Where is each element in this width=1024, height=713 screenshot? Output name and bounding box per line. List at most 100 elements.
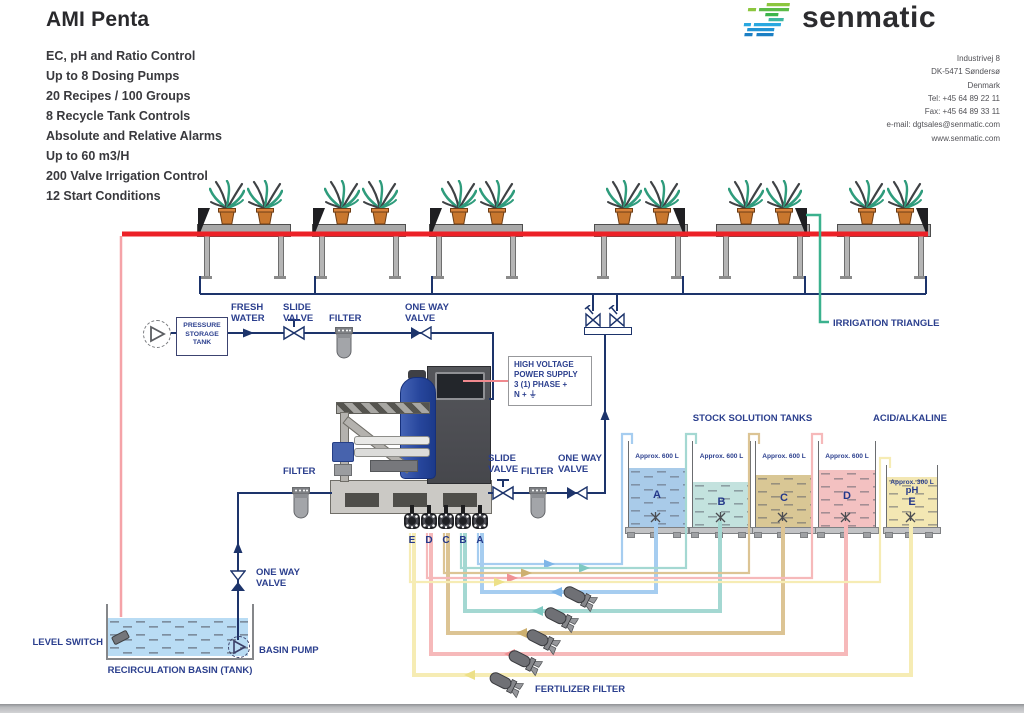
filter-top-label: FILTER <box>329 313 362 324</box>
contact-line: www.senmatic.com <box>931 133 1000 143</box>
bench-leg <box>393 236 399 277</box>
tube-D-suction <box>429 521 848 656</box>
tank-pallet-foot <box>840 532 848 538</box>
flow-arrow-right <box>579 563 590 573</box>
feature-item: 20 Recipes / 100 Groups <box>46 89 191 103</box>
bench-leg <box>436 236 442 277</box>
machine-motor <box>332 442 354 462</box>
filter-left-icon <box>292 487 310 520</box>
tank-pallet-foot <box>885 532 893 538</box>
basin-water <box>108 618 248 656</box>
one-way-valve-basin-icon <box>230 570 246 592</box>
stock-tank-C: Approx. 600 L C <box>755 441 813 528</box>
tank-volume-label: Approx. 600 L <box>762 453 806 460</box>
bench-foot <box>200 276 212 279</box>
contact-line: Tel: +45 64 89 22 11 <box>927 93 1000 103</box>
one-way-valve-mid-icon <box>566 486 588 500</box>
fertilizer-filter-icon <box>486 667 525 699</box>
feature-item: Up to 8 Dosing Pumps <box>46 69 180 83</box>
dosing-pump-A <box>472 513 488 530</box>
bottom-bar <box>0 704 1024 713</box>
feature-item: 200 Valve Irrigation Control <box>46 169 208 183</box>
fertilizer-filter-icon <box>560 581 599 613</box>
bench-foot <box>389 276 401 279</box>
dosing-pump-D <box>421 513 437 530</box>
plant <box>479 180 515 226</box>
plant <box>606 180 642 226</box>
one-way-valve-top-icon <box>410 326 432 340</box>
slide-valve-top-label: SLIDE VALVE <box>283 302 314 324</box>
irrigation-triangle-flag-pole <box>313 208 315 236</box>
plant <box>362 180 398 226</box>
irrigation-triangle-flag-pole <box>198 208 200 236</box>
contact-line: Industrivej 8 <box>956 54 1000 63</box>
feature-item: Absolute and Relative Alarms <box>46 129 222 143</box>
irrigation-triangle-flag-pole <box>430 208 432 236</box>
feature-item: EC, pH and Ratio Control <box>46 49 196 63</box>
fertilizer-filter-icon <box>541 602 580 634</box>
tank-volume-label: Approx. 600 L <box>699 453 744 460</box>
tank-volume-label: Approx. 600 L <box>825 453 869 460</box>
bench-foot <box>793 276 805 279</box>
dosing-pump-letter-E: E <box>408 535 416 546</box>
bench-leg <box>723 236 729 277</box>
tank-pallet-foot <box>925 532 933 538</box>
stock-tank-A: Approx. 600 L A <box>628 441 686 528</box>
acid-alkaline-label: ACID/ALKALINE <box>873 413 947 424</box>
contact-line: Denmark <box>967 80 1000 90</box>
bench-foot <box>274 276 286 279</box>
irrigation-triangle-flag-pole <box>805 208 807 236</box>
irrigation-triangle-icon <box>673 208 683 233</box>
manifold-valve-left-icon <box>584 305 602 327</box>
irrigation-triangle-icon <box>916 208 926 233</box>
plant <box>887 180 923 226</box>
feature-list: EC, pH and Ratio Control Up to 8 Dosing P… <box>46 46 222 206</box>
irrigation-triangle-flag-pole <box>926 208 928 236</box>
irrigation-triangle-icon <box>200 208 210 233</box>
one-way-valve-basin-label: ONE WAY VALVE <box>256 567 300 589</box>
tank-volume-label: Approx. 600 L <box>635 453 679 460</box>
bench-foot <box>719 276 731 279</box>
flow-arrow-left <box>464 670 475 680</box>
flow-arrow-right <box>521 568 532 578</box>
bench-foot <box>597 276 609 279</box>
bench-foot <box>671 276 683 279</box>
tank-valve-icon <box>714 511 727 524</box>
recirculation-basin-label: RECIRCULATION BASIN (TANK) <box>107 665 253 676</box>
tank-pallet-foot <box>817 532 825 538</box>
pressure-storage-tank-box: PRESSURE STORAGE TANK <box>176 317 228 356</box>
slide-valve-mid-icon <box>491 477 515 501</box>
tank-pallet-foot <box>650 532 658 538</box>
plant <box>247 180 283 226</box>
tube-C-suction <box>446 521 785 635</box>
bench-foot <box>432 276 444 279</box>
one-way-valve-top-label: ONE WAY VALVE <box>405 302 449 324</box>
contact-line: e-mail: dgtsales@senmatic.com <box>886 120 1001 130</box>
machine-top-beam <box>336 402 430 414</box>
basin-pump-label: BASIN PUMP <box>259 645 319 656</box>
dosing-pump-E <box>404 513 420 530</box>
level-switch-label: LEVEL SWITCH <box>32 637 103 648</box>
bench-leg <box>844 236 850 277</box>
filter-left-label: FILTER <box>283 466 316 477</box>
tank-valve-icon <box>904 511 917 524</box>
fertilizer-filter-label: FERTILIZER FILTER <box>535 684 626 695</box>
machine-pipe <box>354 436 430 445</box>
plant <box>644 180 680 226</box>
bench-leg <box>204 236 210 277</box>
flow-arrow-right <box>507 573 518 583</box>
plant <box>324 180 360 226</box>
tank-pallet-foot <box>863 532 871 538</box>
filter-mid-icon <box>529 487 547 520</box>
tank-valve-icon <box>649 511 662 524</box>
fertilizer-filter-icon <box>523 624 562 656</box>
manifold-valve-right-icon <box>608 305 626 327</box>
tank-valve-icon <box>839 511 852 524</box>
machine-manifold <box>370 460 418 472</box>
fresh-water-label: FRESH WATER <box>231 302 265 324</box>
plant <box>441 180 477 226</box>
filter-mid-label: FILTER <box>521 466 554 477</box>
tank-volume-label: Approx. 300 L <box>890 479 934 486</box>
